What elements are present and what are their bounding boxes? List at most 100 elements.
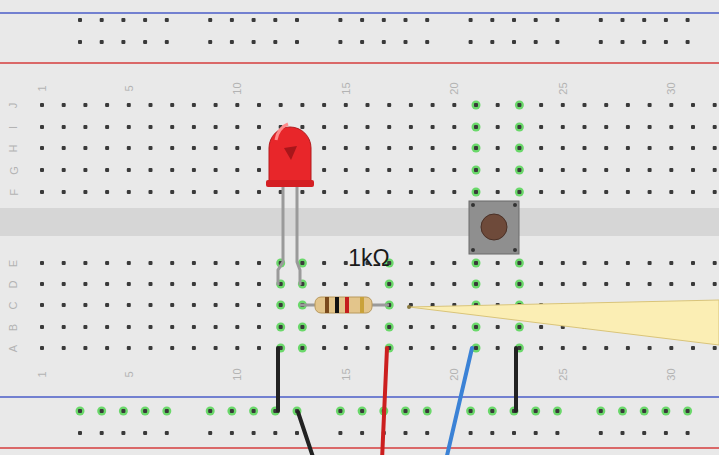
hole xyxy=(517,282,521,286)
hole xyxy=(257,303,261,307)
hole xyxy=(642,431,646,435)
connected-hole xyxy=(515,144,524,153)
hole xyxy=(360,18,364,22)
hole xyxy=(62,325,66,329)
hole xyxy=(474,282,478,286)
hole xyxy=(561,261,565,265)
hole xyxy=(300,125,304,129)
hole xyxy=(170,261,174,265)
connected-hole xyxy=(119,407,128,416)
hole xyxy=(409,168,413,172)
hole xyxy=(208,18,212,22)
connected-hole xyxy=(618,407,627,416)
column-number: 1 xyxy=(37,85,48,91)
hole xyxy=(165,40,169,44)
hole xyxy=(404,431,408,435)
column-number: 15 xyxy=(340,368,351,380)
button-pin xyxy=(471,248,475,252)
center-channel xyxy=(0,208,719,236)
hole xyxy=(387,190,391,194)
hole xyxy=(691,103,695,107)
hole xyxy=(496,168,500,172)
connected-hole xyxy=(423,407,432,416)
button-housing xyxy=(469,201,519,254)
hole xyxy=(561,168,565,172)
hole xyxy=(366,346,370,350)
callout-pointer xyxy=(407,300,719,345)
hole xyxy=(214,125,218,129)
rail-line-red xyxy=(0,447,719,449)
hole xyxy=(366,190,370,194)
hole xyxy=(127,168,131,172)
hole xyxy=(366,282,370,286)
hole xyxy=(626,146,630,150)
hole xyxy=(404,40,408,44)
hole xyxy=(387,146,391,150)
hole xyxy=(366,168,370,172)
connected-hole xyxy=(97,407,106,416)
hole xyxy=(300,261,304,265)
wire-blue xyxy=(446,348,472,455)
connected-hole xyxy=(515,123,524,132)
hole xyxy=(534,18,538,22)
hole xyxy=(490,40,494,44)
hole xyxy=(279,103,283,107)
hole xyxy=(170,303,174,307)
hole xyxy=(409,261,413,265)
hole xyxy=(469,431,473,435)
hole xyxy=(713,261,717,265)
connected-hole xyxy=(488,407,497,416)
column-number: 5 xyxy=(123,371,134,377)
hole xyxy=(561,190,565,194)
column-number: 25 xyxy=(557,368,568,380)
hole xyxy=(322,346,326,350)
hole xyxy=(62,103,66,107)
hole xyxy=(322,282,326,286)
hole xyxy=(604,346,608,350)
hole xyxy=(127,125,131,129)
wire-black xyxy=(276,348,280,411)
hole xyxy=(40,303,44,307)
hole xyxy=(626,125,630,129)
hole xyxy=(539,261,543,265)
hole xyxy=(214,103,218,107)
button-pin xyxy=(471,203,475,207)
led-body xyxy=(269,127,311,185)
hole xyxy=(273,18,277,22)
hole xyxy=(452,261,456,265)
hole xyxy=(62,168,66,172)
led-rim xyxy=(266,180,314,187)
hole xyxy=(235,346,239,350)
hole xyxy=(78,409,82,413)
hole xyxy=(490,409,494,413)
row-letter: I xyxy=(9,125,20,128)
hole xyxy=(604,168,608,172)
resistor-body xyxy=(315,297,372,313)
connected-hole xyxy=(162,407,171,416)
connected-hole xyxy=(472,188,481,197)
hole xyxy=(382,18,386,22)
hole xyxy=(496,190,500,194)
hole xyxy=(366,325,370,329)
hole xyxy=(105,346,109,350)
hole xyxy=(149,190,153,194)
hole xyxy=(127,190,131,194)
hole xyxy=(664,409,668,413)
hole xyxy=(583,346,587,350)
hole xyxy=(686,409,690,413)
hole xyxy=(539,168,543,172)
hole xyxy=(669,168,673,172)
hole xyxy=(62,125,66,129)
column-number: 10 xyxy=(232,368,243,380)
hole xyxy=(555,40,559,44)
hole xyxy=(300,103,304,107)
hole xyxy=(83,190,87,194)
hole xyxy=(517,146,521,150)
resistor-band xyxy=(335,297,339,313)
hole xyxy=(338,409,342,413)
hole xyxy=(431,282,435,286)
hole xyxy=(496,125,500,129)
hole xyxy=(626,346,630,350)
hole xyxy=(344,125,348,129)
hole xyxy=(409,125,413,129)
